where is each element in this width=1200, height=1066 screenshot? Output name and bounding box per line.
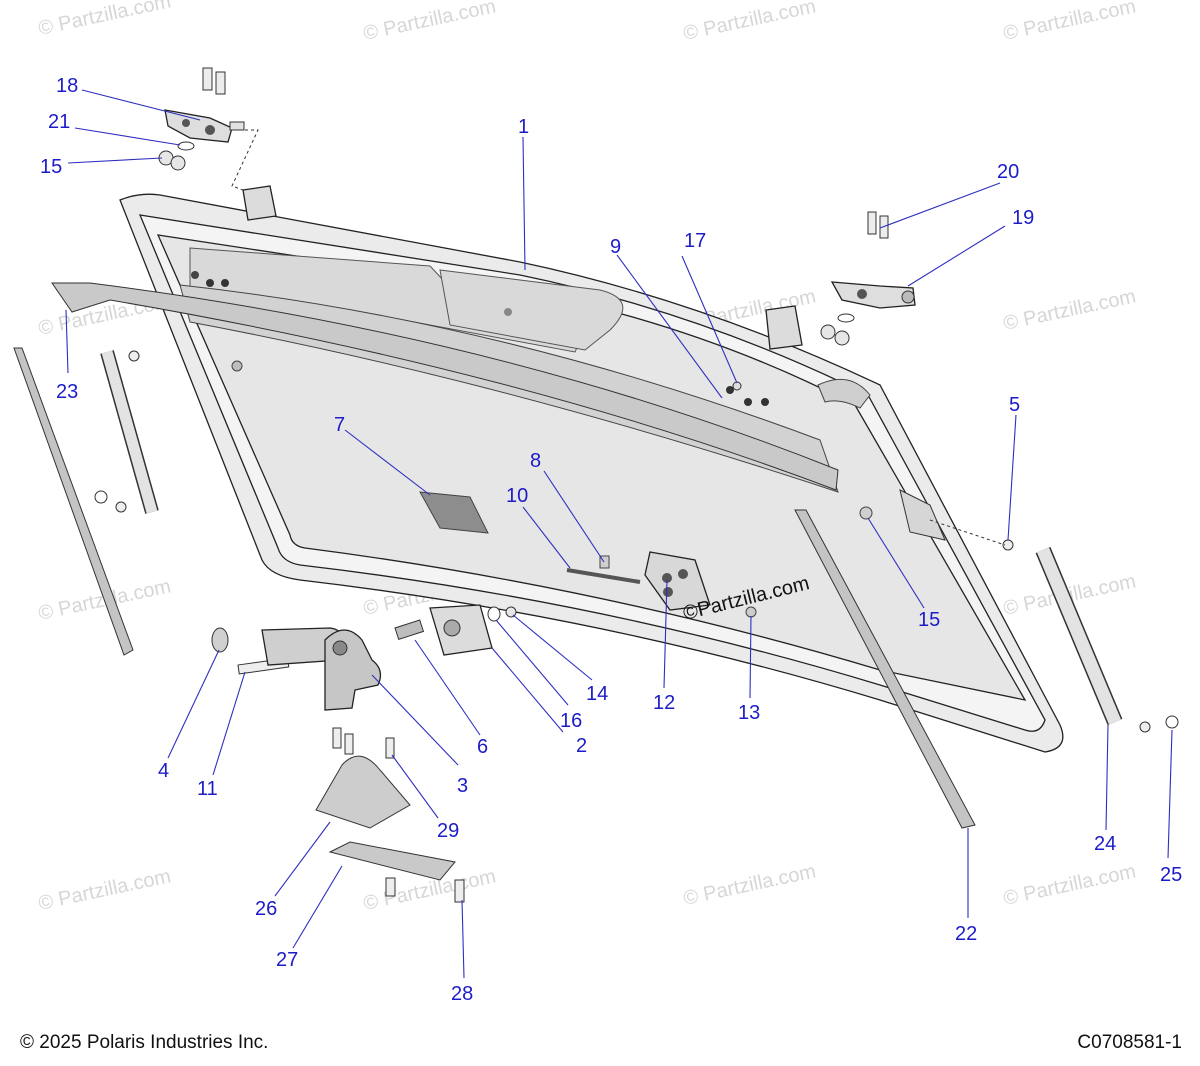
callout-14: 14: [586, 683, 608, 705]
callout-1: 1: [518, 116, 529, 138]
seal-part-23[interactable]: [51, 282, 839, 491]
seal-strip-left: [13, 347, 134, 656]
stud-part-8[interactable]: [599, 555, 610, 569]
spring-part-6[interactable]: [394, 619, 425, 641]
latch-part-2[interactable]: [429, 604, 493, 656]
decal-part-7[interactable]: [419, 491, 489, 534]
hinge-alignment-dash: [231, 129, 259, 191]
callout-26: 26: [255, 898, 277, 920]
watermark: © Partzilla.com: [361, 0, 497, 45]
callout-17: 17: [684, 230, 706, 252]
watermark: © Partzilla.com: [36, 0, 172, 40]
callout-11: 11: [197, 778, 218, 800]
callout-16: 16: [560, 710, 582, 732]
bolts-part-20[interactable]: [867, 211, 889, 239]
strut-dash-line: [929, 519, 1006, 546]
callout-23: 23: [56, 381, 78, 403]
plate-part-27[interactable]: [328, 841, 456, 881]
watermark: © Partzilla.com: [681, 860, 817, 910]
hinge-part-18[interactable]: [164, 109, 245, 143]
bolt-lower-left: [385, 877, 396, 897]
callout-29: 29: [437, 820, 459, 842]
callout-20: 20: [997, 161, 1019, 183]
callout-25: 25: [1160, 864, 1182, 886]
latch-bracket-part-12[interactable]: [644, 551, 711, 611]
watermark: © Partzilla.com: [1001, 0, 1137, 45]
callout-28: 28: [451, 983, 473, 1005]
nuts-part-15-top[interactable]: [158, 150, 186, 171]
nut-part-14[interactable]: [505, 606, 517, 618]
hinge-part-19[interactable]: [820, 281, 916, 346]
washer-part-25[interactable]: [1165, 715, 1179, 729]
bolt-part-28[interactable]: [454, 879, 465, 903]
callout-3: 3: [457, 775, 468, 797]
callout-13: 13: [738, 702, 760, 724]
callout-19: 19: [1012, 207, 1034, 229]
nut-part-17[interactable]: [732, 381, 742, 391]
callout-24: 24: [1094, 833, 1116, 855]
ball-stud-right-lower: [1139, 721, 1151, 733]
callout-18: 18: [56, 75, 78, 97]
callout-12: 12: [653, 692, 675, 714]
callout-27: 27: [276, 949, 298, 971]
bolts-part-18-group[interactable]: [202, 67, 226, 95]
callout-8: 8: [530, 450, 541, 472]
rod-part-10[interactable]: [566, 568, 641, 584]
washer-part-21[interactable]: [177, 141, 195, 151]
strut-bracket: [899, 489, 946, 541]
bolts-part-29[interactable]: [332, 727, 395, 759]
grommet-part-4[interactable]: [211, 627, 229, 653]
callout-10: 10: [506, 485, 528, 507]
watermark: © Partzilla.com: [1001, 285, 1137, 335]
gas-strut-part-24[interactable]: [1035, 546, 1123, 726]
callout-21: 21: [48, 111, 70, 133]
grommet-part-15[interactable]: [859, 506, 873, 520]
washer-part-16[interactable]: [487, 606, 501, 622]
watermark: © Partzilla.com: [36, 865, 172, 915]
callout-2: 2: [576, 735, 587, 757]
callout-15-right: 15: [918, 609, 940, 631]
latch-handle-part-3[interactable]: [261, 627, 382, 711]
copyright-notice: © 2025 Polaris Industries Inc.: [20, 1032, 269, 1053]
drawing-number: C0708581-1: [1077, 1032, 1182, 1053]
striker-part-26[interactable]: [315, 755, 411, 829]
callout-labels: 1 2 3 4 5 6 7 8 9 10 11 12 13 14 15 15 1…: [40, 75, 1182, 1005]
watermark: © Partzilla.com: [1001, 860, 1137, 910]
seal-part-22[interactable]: [794, 509, 976, 829]
callout-4: 4: [158, 760, 169, 782]
leader-lines: [65, 89, 1173, 979]
callout-9: 9: [610, 236, 621, 258]
callout-5: 5: [1009, 394, 1020, 416]
gas-strut-left: [94, 350, 159, 514]
callout-6: 6: [477, 736, 488, 758]
watermark: © Partzilla.com: [681, 0, 817, 45]
callout-7: 7: [334, 414, 345, 436]
callout-15-top: 15: [40, 156, 62, 178]
callout-22: 22: [955, 923, 977, 945]
